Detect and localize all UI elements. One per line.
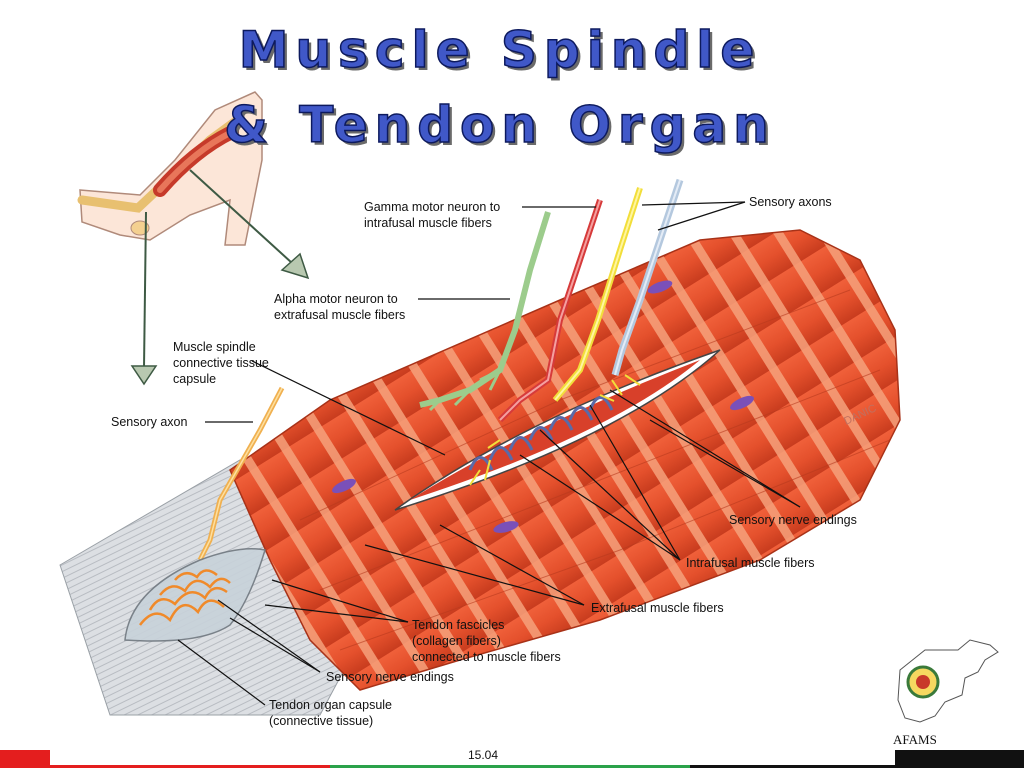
- label-intrafusal-muscle-fibers: Intrafusal muscle fibers: [686, 556, 815, 570]
- label-tendon-fascicles: Tendon fascicles (collagen fibers) conne…: [412, 617, 561, 665]
- label-alpha-motor-neuron: Alpha motor neuron to extrafusal muscle …: [274, 291, 405, 323]
- label-text: Alpha motor neuron to: [274, 292, 398, 306]
- label-text: extrafusal muscle fibers: [274, 308, 406, 322]
- label-text: connective tissue: [173, 356, 269, 370]
- muscle-belly: [229, 229, 901, 691]
- label-text: Tendon fascicles: [412, 618, 505, 632]
- footer-line-black: [690, 765, 895, 768]
- nucleus: [332, 478, 356, 494]
- title-line-1: Muscle Spindle: [238, 20, 762, 80]
- footer-bar-red: [0, 750, 50, 768]
- label-gamma-motor-neuron: Gamma motor neuron to intrafusal muscle …: [364, 199, 500, 231]
- label-sensory-axons: Sensory axons: [749, 195, 832, 209]
- footer-line-green: [330, 765, 690, 768]
- label-text: connected to muscle fibers: [412, 650, 561, 664]
- arm-illustration: [77, 91, 263, 246]
- logo-text: AFAMS: [893, 732, 937, 747]
- label-text: capsule: [173, 372, 217, 386]
- logo-emblem: [897, 639, 999, 723]
- leader-lines: [177, 201, 801, 706]
- label-text: Muscle spindle: [173, 340, 256, 354]
- nucleus: [730, 395, 754, 411]
- label-extrafusal-muscle-fibers: Extrafusal muscle fibers: [591, 601, 724, 615]
- footer-line-red: [50, 765, 330, 768]
- neuron-fibers: [419, 178, 684, 423]
- golgi-tendon-organ: [124, 386, 285, 642]
- label-text: Tendon organ capsule: [269, 698, 393, 712]
- label-sensory-axon: Sensory axon: [111, 415, 188, 429]
- label-text: Gamma motor neuron to: [364, 200, 501, 214]
- nucleus: [493, 521, 519, 533]
- muscle-spindle: DANIC: [394, 349, 878, 511]
- label-sensory-nerve-endings-right: Sensory nerve endings: [729, 513, 857, 527]
- label-text: intrafusal muscle fibers: [364, 216, 492, 230]
- label-text: (connective tissue): [269, 714, 374, 728]
- title-line-2: & Tendon Organ: [224, 95, 776, 155]
- label-tendon-organ-capsule: Tendon organ capsule (connective tissue): [269, 697, 392, 729]
- footer-bar-black: [895, 750, 1024, 768]
- label-spindle-capsule: Muscle spindle connective tissue capsule: [173, 339, 269, 387]
- pointer-arrows: [130, 169, 310, 386]
- label-sensory-nerve-endings-bottom: Sensory nerve endings: [326, 670, 454, 684]
- label-text: (collagen fibers): [412, 634, 501, 648]
- page-number: 15.04: [468, 748, 499, 762]
- nucleus: [647, 280, 673, 294]
